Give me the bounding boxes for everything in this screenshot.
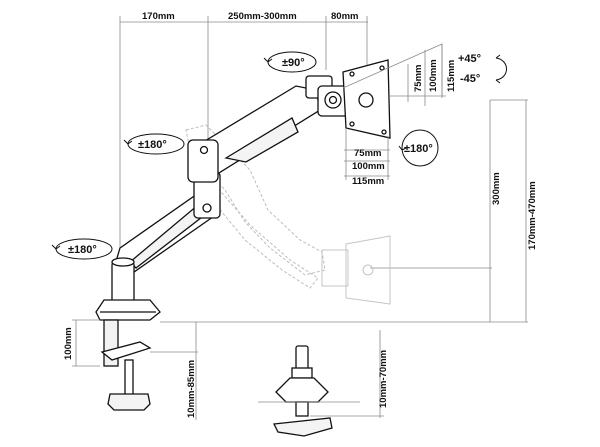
arm-pole-base bbox=[95, 257, 161, 321]
height-300-label: 300mm bbox=[491, 172, 502, 205]
top-dimension-line bbox=[119, 16, 368, 270]
vesa-115-h-label: 115mm bbox=[446, 60, 457, 92]
tilt-range-indicator bbox=[495, 54, 507, 84]
clamp-range-label: 10mm-85mm bbox=[186, 360, 197, 418]
ghost-arm-lowered bbox=[185, 124, 391, 305]
vesa-100-h-label: 100mm bbox=[428, 59, 439, 92]
rotation-screen-label: ±180° bbox=[404, 143, 433, 155]
height-170-470-label: 170mm-470mm bbox=[527, 181, 538, 250]
vesa-plate bbox=[342, 59, 391, 139]
rotation-tilt-label: ±90° bbox=[282, 57, 305, 69]
grommet-mount bbox=[258, 330, 384, 437]
tilt-down-label: -45° bbox=[460, 73, 480, 85]
rotation-badge-screen bbox=[398, 129, 439, 167]
vesa-75-w-label: 75mm bbox=[354, 148, 381, 159]
desk-clamp bbox=[100, 319, 152, 411]
rotation-badge-upper bbox=[123, 133, 185, 155]
lower-arm-segment bbox=[113, 171, 221, 273]
vesa-115-w-label: 115mm bbox=[352, 176, 384, 187]
rotation-lower-label: ±180° bbox=[68, 244, 97, 256]
upper-arm-segment bbox=[187, 85, 321, 183]
vesa-75-h-label: 75mm bbox=[413, 65, 424, 92]
vesa-pattern-box bbox=[342, 43, 446, 180]
reach-250-300-label: 250mm-300mm bbox=[228, 11, 297, 22]
clamp-dimension-lines bbox=[72, 319, 198, 420]
rotation-badge-tilt bbox=[263, 51, 317, 73]
tilt-up-label: +45° bbox=[458, 53, 481, 65]
vesa-100-w-label: 100mm bbox=[352, 161, 385, 172]
tilt-head bbox=[305, 75, 349, 117]
reach-80-label: 80mm bbox=[331, 11, 358, 22]
clamp-100-label: 100mm bbox=[63, 327, 74, 360]
grommet-range-label: 10mm-70mm bbox=[378, 350, 389, 408]
reach-170-label: 170mm bbox=[142, 11, 175, 22]
rotation-upper-label: ±180° bbox=[138, 139, 167, 151]
right-dimension-lines bbox=[160, 99, 528, 323]
rotation-badge-lower bbox=[51, 238, 113, 260]
